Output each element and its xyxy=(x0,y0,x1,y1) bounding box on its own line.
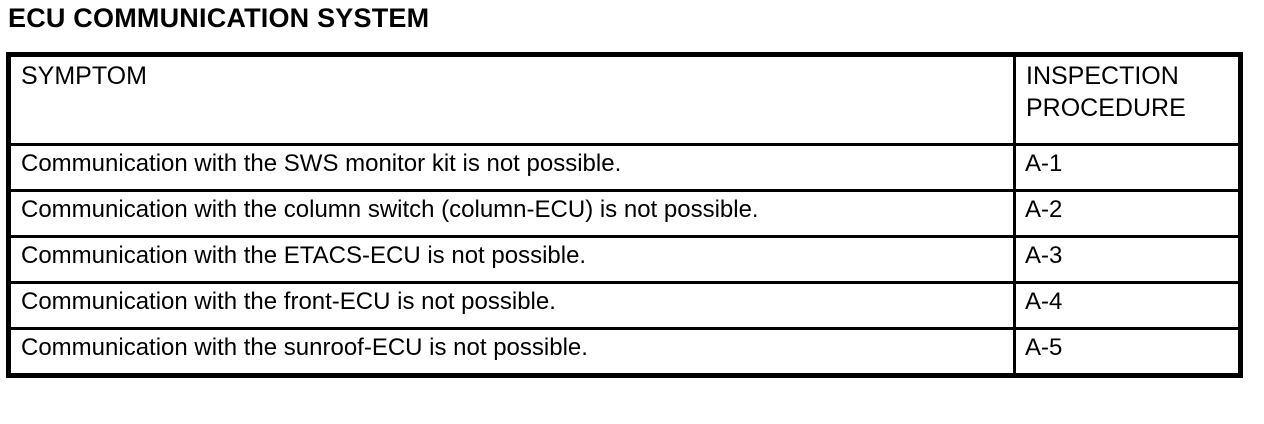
symptom-cell: Communication with the column switch (co… xyxy=(7,189,1016,238)
symptom-text: Communication with the ETACS-ECU is not … xyxy=(21,242,587,269)
procedure-code: A-3 xyxy=(1025,242,1063,269)
table-header-row: SYMPTOM INSPECTION PROCEDURE xyxy=(7,53,1242,146)
table-row: Communication with the sunroof-ECU is no… xyxy=(7,327,1242,377)
procedure-cell: A-3 xyxy=(1013,235,1242,284)
page-title: ECU COMMUNICATION SYSTEM xyxy=(8,3,430,33)
symptom-text: Communication with the column switch (co… xyxy=(21,196,759,223)
column-header-inspection-procedure: INSPECTION PROCEDURE xyxy=(1013,53,1242,146)
procedure-code: A-2 xyxy=(1025,196,1063,223)
procedure-code: A-5 xyxy=(1025,334,1063,361)
procedure-cell: A-2 xyxy=(1013,189,1242,238)
table-row: Communication with the SWS monitor kit i… xyxy=(7,143,1242,192)
symptom-cell: Communication with the SWS monitor kit i… xyxy=(7,143,1016,192)
procedure-cell: A-5 xyxy=(1013,327,1242,377)
column-header-symptom: SYMPTOM xyxy=(7,53,1016,146)
table-row: Communication with the column switch (co… xyxy=(7,189,1242,238)
symptom-text: Communication with the front-ECU is not … xyxy=(21,288,556,315)
symptom-cell: Communication with the ETACS-ECU is not … xyxy=(7,235,1016,284)
procedure-cell: A-4 xyxy=(1013,281,1242,330)
symptom-cell: Communication with the front-ECU is not … xyxy=(7,281,1016,330)
procedure-code: A-1 xyxy=(1025,150,1063,177)
column-header-symptom-label: SYMPTOM xyxy=(21,62,147,90)
table-row: Communication with the ETACS-ECU is not … xyxy=(7,235,1242,284)
procedure-cell: A-1 xyxy=(1013,143,1242,192)
symptom-chart-table: SYMPTOM INSPECTION PROCEDURE Communicati… xyxy=(6,52,1243,378)
procedure-code: A-4 xyxy=(1025,288,1063,315)
column-header-inspection-procedure-label: INSPECTION PROCEDURE xyxy=(1026,62,1186,122)
symptom-text: Communication with the SWS monitor kit i… xyxy=(21,150,622,177)
symptom-cell: Communication with the sunroof-ECU is no… xyxy=(7,327,1016,377)
symptom-text: Communication with the sunroof-ECU is no… xyxy=(21,334,588,361)
table-row: Communication with the front-ECU is not … xyxy=(7,281,1242,330)
